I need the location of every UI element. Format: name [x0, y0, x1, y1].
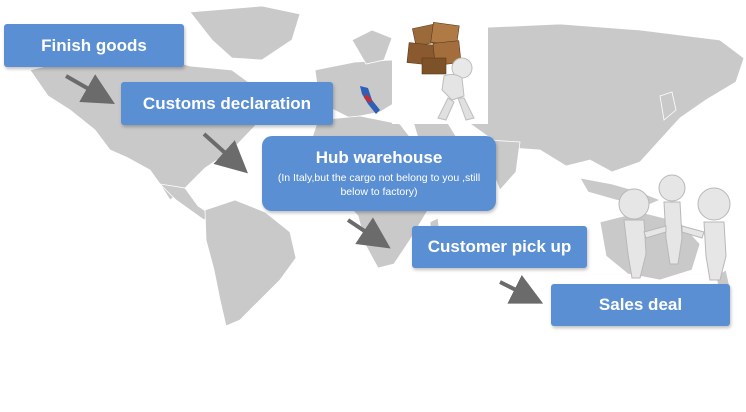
step-title: Sales deal — [598, 295, 683, 314]
step-customer-pick-up: Customer pick up — [412, 226, 587, 268]
step-note: (In Italy,but the cargo not belong to yo… — [277, 172, 481, 198]
step-customs-declaration: Customs declaration — [121, 82, 333, 125]
step-title: Finish goods — [41, 35, 147, 55]
step-finish-goods: Finish goods — [4, 24, 184, 67]
step-sales-deal: Sales deal — [551, 284, 730, 326]
step-hub-warehouse: Hub warehouse (In Italy,but the cargo no… — [262, 136, 496, 211]
three-figures-holding-hands-icon — [618, 174, 731, 281]
porter-carrying-boxes-icon — [392, 20, 488, 124]
step-title: Customer pick up — [427, 237, 572, 256]
step-title: Hub warehouse — [315, 148, 443, 167]
step-title: Customs declaration — [142, 93, 312, 113]
